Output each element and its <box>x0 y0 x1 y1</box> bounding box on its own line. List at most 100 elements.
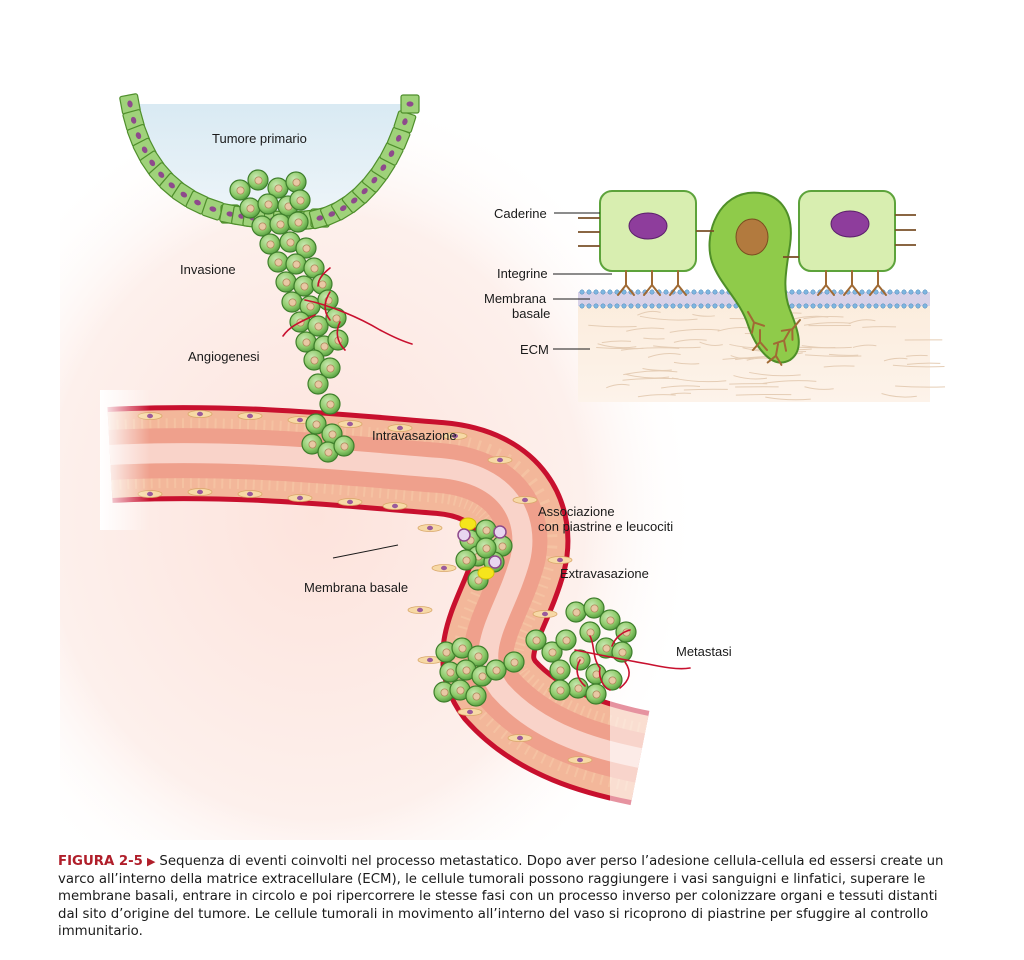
label-invasione: Invasione <box>180 262 236 277</box>
phospholipid-head <box>677 289 683 295</box>
ecm-fiber <box>733 375 768 380</box>
tumor-cell <box>285 171 307 193</box>
platelets-and-leukocytes <box>457 517 507 580</box>
phospholipid-head <box>586 303 592 309</box>
ecm-fiber <box>801 345 852 349</box>
tumor-cell <box>319 393 341 415</box>
tumor-cell <box>555 629 577 651</box>
tumor-cell <box>287 211 309 233</box>
integrin <box>766 343 783 366</box>
tumor-cell <box>259 233 281 255</box>
phospholipid-head <box>656 303 662 309</box>
metastasis-capillaries <box>574 629 691 691</box>
phospholipid-head <box>642 303 648 309</box>
epithelial-cell <box>400 94 420 114</box>
phospholipid-head <box>887 289 893 295</box>
tumor-cell <box>475 537 497 559</box>
phospholipid-head <box>803 303 809 309</box>
integrin <box>780 319 801 341</box>
tumor-cell <box>285 253 307 275</box>
ecm-fiber <box>623 370 678 376</box>
leader-lines <box>332 544 399 559</box>
ecm-fiber <box>881 393 917 398</box>
tumor-cell <box>475 519 497 541</box>
integrin <box>669 270 687 296</box>
figure-number: FIGURA 2-5 <box>58 854 143 869</box>
phospholipid-head <box>712 289 718 295</box>
phospholipid-head <box>649 289 655 295</box>
epithelium <box>119 93 420 231</box>
phospholipid-head <box>908 303 914 309</box>
phospholipid-head <box>922 289 928 295</box>
phospholipid-head <box>691 303 697 309</box>
ecm-fiber <box>699 341 723 347</box>
label-membrana-2: basale <box>512 306 550 321</box>
ecm-fiber <box>601 340 632 344</box>
tumor-cell-clusters <box>229 169 637 707</box>
phospholipid-head <box>803 289 809 295</box>
phospholipid-head <box>705 303 711 309</box>
phospholipid-head <box>621 289 627 295</box>
vessel-fade-left <box>100 390 150 530</box>
ecm-fiber <box>803 322 852 326</box>
phospholipid-head <box>649 303 655 309</box>
ecm-fiber <box>622 377 679 381</box>
integrin <box>643 270 661 296</box>
phospholipid-head <box>635 303 641 309</box>
tumor-cell <box>525 629 547 651</box>
tumor-cell <box>565 601 587 623</box>
phospholipid-head <box>831 303 837 309</box>
tumor-cell <box>267 177 289 199</box>
tumor-cell <box>455 549 477 571</box>
endothelial-cell <box>567 756 593 764</box>
phospholipid-head <box>621 303 627 309</box>
tumor-cell <box>305 413 327 435</box>
phospholipid-head <box>817 303 823 309</box>
label-caderine: Caderine <box>494 206 547 221</box>
label-ecm: ECM <box>520 342 549 357</box>
phospholipid-head <box>593 289 599 295</box>
caption-arrow-icon: ▶ <box>146 855 156 868</box>
phospholipid-head <box>635 289 641 295</box>
integrin <box>772 329 791 352</box>
epithelial-cell <box>201 197 225 221</box>
ecm-fiber <box>625 373 670 379</box>
phospholipid-head <box>600 289 606 295</box>
endothelial-cell <box>431 564 457 572</box>
tumor-cell <box>567 677 589 699</box>
label-membrana-basale: Membrana basale <box>304 580 408 595</box>
phospholipid-head <box>845 303 851 309</box>
vessel-fade-right <box>610 700 670 840</box>
phospholipid-head <box>614 303 620 309</box>
platelet <box>459 517 477 531</box>
phospholipid-head <box>824 303 830 309</box>
ecm-fiber <box>620 347 680 351</box>
tumor-cell <box>585 683 607 705</box>
tumor-cell <box>465 685 487 707</box>
phospholipid-head <box>789 289 795 295</box>
phospholipid-head <box>719 303 725 309</box>
ecm-fiber <box>828 353 859 356</box>
tumor-cell <box>467 645 489 667</box>
phospholipid-head <box>887 303 893 309</box>
phospholipid-head <box>915 289 921 295</box>
phospholipid-head <box>684 303 690 309</box>
ecm-fiber <box>823 365 855 368</box>
tumor-cell <box>293 275 315 297</box>
ecm-fiber <box>642 368 672 371</box>
tumor-cell <box>267 251 289 273</box>
phospholipid-head <box>873 303 879 309</box>
endothelial-cells <box>137 410 593 764</box>
phospholipid-head <box>579 303 585 309</box>
phospholipid-head <box>901 303 907 309</box>
tumor-cell <box>307 315 329 337</box>
tumor-cell <box>455 659 477 681</box>
phospholipid-head <box>691 289 697 295</box>
phospholipid-head <box>719 289 725 295</box>
tumor-cell <box>435 641 457 663</box>
ecm-fiber <box>895 385 946 388</box>
tumor-cell <box>333 435 355 457</box>
tumor-cell <box>485 659 507 681</box>
phospholipid-head <box>880 303 886 309</box>
